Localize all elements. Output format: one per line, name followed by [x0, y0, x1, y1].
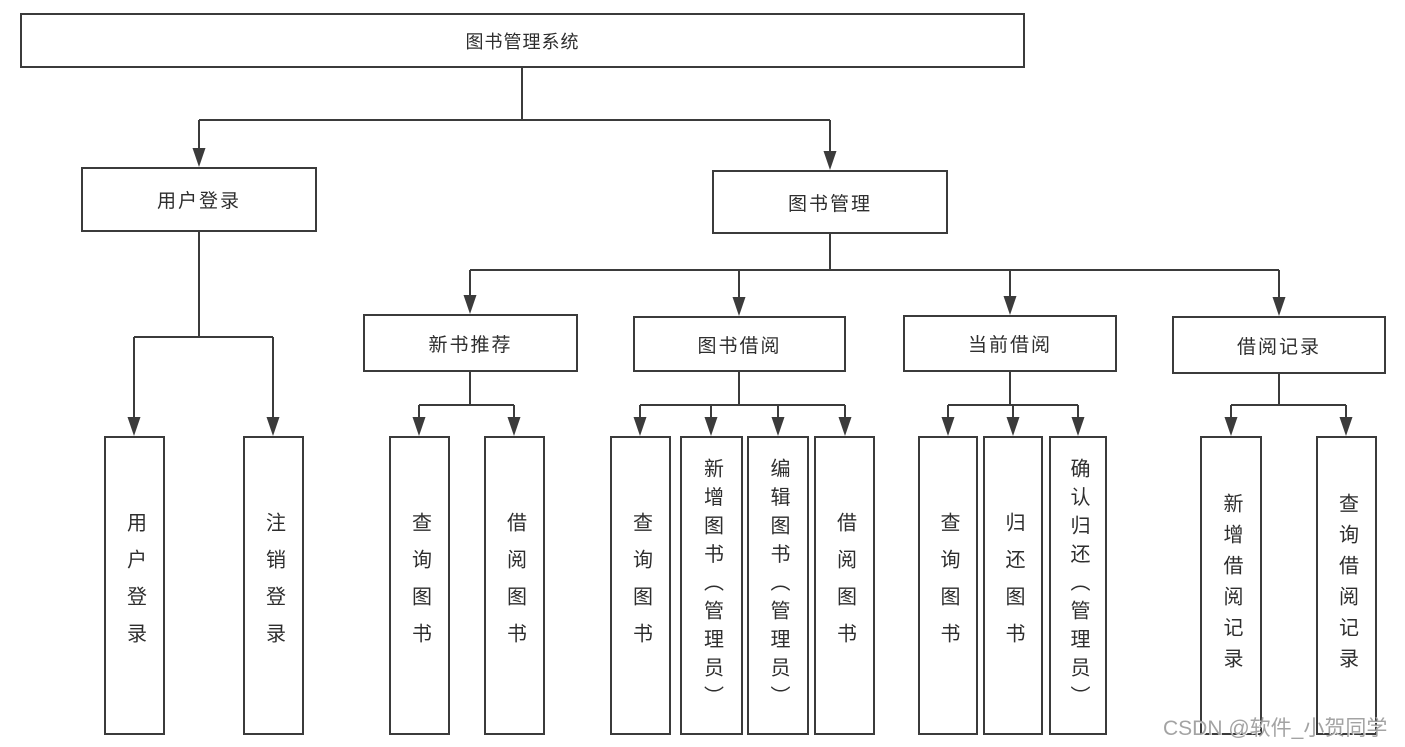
leaf-label: 用户登录: [123, 511, 146, 660]
node-library-management-system: 图书管理系统: [20, 13, 1025, 68]
node-label: 图书借阅: [697, 335, 782, 357]
node-user-login: 用户登录: [81, 167, 317, 232]
node-new-book-recommend: 新书推荐: [363, 314, 578, 372]
leaf-add-books-admin: 新增图书（管理员）: [680, 436, 743, 735]
leaf-label: 注销登录: [262, 511, 285, 660]
leaf-query-books-current: 查询图书: [918, 436, 978, 735]
node-book-borrowing: 图书借阅: [633, 316, 846, 372]
leaf-borrow-books: 借阅图书: [814, 436, 875, 735]
node-label: 图书管理系统: [465, 31, 580, 52]
leaf-label: 新增图书（管理员）: [700, 457, 723, 714]
csdn-watermark: CSDN @软件_小贺同学: [1163, 717, 1388, 740]
leaf-label: 编辑图书（管理员）: [767, 457, 789, 714]
node-label: 借阅记录: [1236, 336, 1321, 358]
leaf-label: 借阅图书: [503, 511, 526, 660]
leaf-label: 确认归还（管理员）: [1067, 457, 1089, 714]
leaf-query-books-borrow: 查询图书: [610, 436, 671, 735]
node-current-borrowing: 当前借阅: [903, 315, 1117, 372]
node-label: 当前借阅: [967, 335, 1052, 356]
leaf-add-borrow-record: 新增借阅记录: [1200, 436, 1262, 735]
node-label: 新书推荐: [428, 334, 513, 356]
leaf-label: 查询图书: [408, 511, 431, 660]
leaf-label: 查询图书: [629, 511, 652, 660]
leaf-borrow-books-recommend: 借阅图书: [484, 436, 545, 735]
leaf-return-books: 归还图书: [983, 436, 1043, 735]
leaf-user-login: 用户登录: [104, 436, 165, 735]
leaf-edit-books-admin: 编辑图书（管理员）: [747, 436, 809, 735]
leaf-query-borrow-record: 查询借阅记录: [1316, 436, 1377, 735]
leaf-label: 查询借阅记录: [1335, 492, 1358, 679]
leaf-label: 新增借阅记录: [1220, 492, 1242, 679]
leaf-label: 查询图书: [937, 511, 959, 660]
node-book-management: 图书管理: [712, 170, 948, 234]
arrowhead-icons: [127, 148, 1353, 436]
node-borrowing-records: 借阅记录: [1172, 316, 1386, 374]
leaf-logout: 注销登录: [243, 436, 304, 735]
node-label: 用户登录: [156, 191, 241, 212]
leaf-confirm-return-admin: 确认归还（管理员）: [1049, 436, 1107, 735]
leaf-label: 借阅图书: [833, 511, 856, 660]
leaf-label: 归还图书: [1002, 511, 1024, 660]
leaf-query-books-recommend: 查询图书: [389, 436, 450, 735]
node-label: 图书管理: [787, 193, 872, 215]
